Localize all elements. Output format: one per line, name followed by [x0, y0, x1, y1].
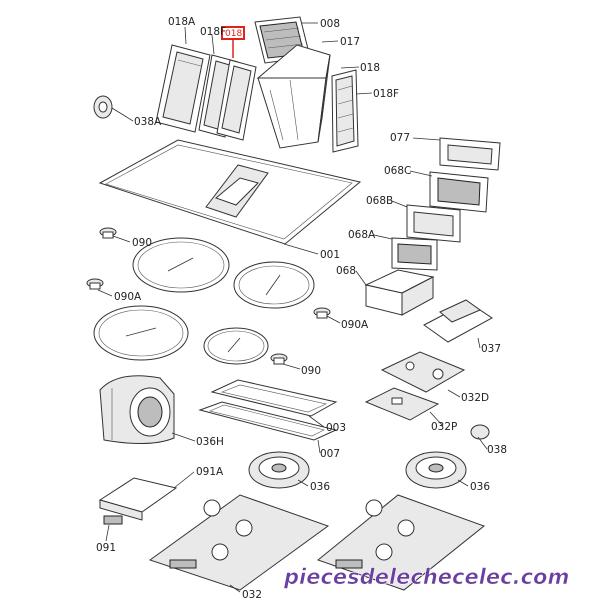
label-091: 091 — [96, 542, 116, 554]
part-induction-coil-large-left[interactable] — [132, 237, 230, 293]
label-018F-right: 018F — [373, 88, 399, 100]
label-036H: 036H — [196, 436, 224, 448]
part-018-filter[interactable] — [216, 59, 257, 141]
label-018-right: 018 — [360, 62, 380, 74]
part-labels: 018A 018F 018 008 017 018 018F 038A 077 … — [96, 16, 507, 601]
part-038A-roller[interactable] — [93, 95, 113, 119]
part-037-sensor[interactable] — [423, 299, 493, 343]
part-036H-fan-housing[interactable] — [99, 375, 175, 445]
part-induction-coil-large-bottom[interactable] — [93, 305, 189, 361]
label-008: 008 — [320, 18, 340, 30]
label-018A: 018A — [168, 16, 196, 28]
label-003: 003 — [326, 422, 346, 434]
label-018-highlighted: 018 — [225, 29, 242, 39]
part-077-adapter[interactable] — [439, 137, 501, 171]
part-032-power-board-left[interactable] — [148, 494, 330, 591]
part-090-foot-center[interactable] — [270, 353, 288, 365]
watermark-text: piecesdelechecelec.com — [283, 565, 569, 589]
label-018F-top: 018F — [200, 26, 226, 38]
part-036-fan-left[interactable] — [248, 451, 310, 489]
label-090A-left: 090A — [114, 291, 142, 303]
label-037: 037 — [481, 343, 501, 355]
label-038A: 038A — [134, 116, 162, 128]
part-090A-foot-right[interactable] — [313, 307, 331, 319]
part-090A-foot[interactable] — [86, 278, 104, 290]
part-018A-filter-frame[interactable] — [155, 44, 211, 133]
label-077: 077 — [390, 132, 410, 144]
part-003-control-frame[interactable] — [210, 379, 338, 417]
part-017-duct[interactable] — [256, 44, 331, 149]
leader-lines — [97, 22, 488, 593]
label-068B: 068B — [366, 195, 393, 207]
part-induction-coil-small[interactable] — [203, 327, 269, 365]
highlight-018[interactable] — [221, 26, 245, 58]
label-032-left: 032 — [242, 589, 262, 600]
part-090-foot[interactable] — [99, 227, 117, 239]
label-017: 017 — [340, 36, 360, 48]
label-068C: 068C — [384, 165, 411, 177]
part-038-thermistor[interactable] — [470, 424, 490, 440]
label-038: 038 — [487, 444, 507, 456]
label-036-left: 036 — [310, 481, 330, 493]
label-091A: 091A — [196, 466, 224, 478]
part-007-control-bracket[interactable] — [198, 401, 338, 441]
label-090-left: 090 — [132, 237, 152, 249]
part-068C-duct-connector[interactable] — [429, 171, 489, 213]
label-007: 007 — [320, 448, 340, 460]
part-induction-coil-right[interactable] — [233, 261, 315, 309]
label-032D: 032D — [461, 392, 489, 404]
label-032P: 032P — [431, 421, 457, 433]
part-032P-board[interactable] — [364, 387, 440, 421]
part-068B-duct-connector[interactable] — [406, 204, 461, 243]
part-036-fan-right[interactable] — [405, 451, 467, 489]
label-090A-right: 090A — [341, 319, 369, 331]
part-032-power-board-right[interactable] — [316, 494, 486, 591]
part-091-clip[interactable] — [103, 515, 123, 525]
part-001-glass-top[interactable] — [98, 139, 362, 245]
label-068: 068 — [336, 265, 356, 277]
label-036-right: 036 — [470, 481, 490, 493]
part-091A-tray[interactable] — [98, 477, 178, 521]
label-090-center: 090 — [301, 365, 321, 377]
part-032D-board[interactable] — [380, 351, 466, 393]
part-068-duct-box[interactable] — [364, 269, 435, 316]
part-068A-duct-connector[interactable] — [391, 237, 438, 271]
label-001: 001 — [320, 249, 340, 261]
part-018F-right-filter[interactable] — [331, 69, 359, 153]
label-068A: 068A — [348, 229, 376, 241]
